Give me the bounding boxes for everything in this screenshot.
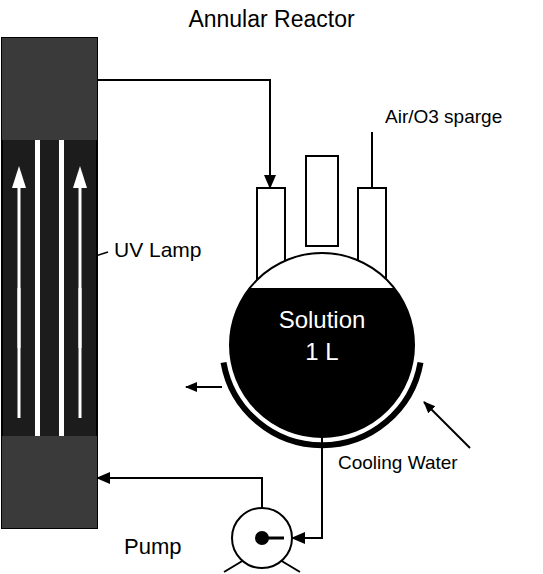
annular-reactor: UV Lamp — [2, 38, 97, 528]
node-label: 1 L — [230, 338, 414, 366]
pump-drawing — [232, 508, 292, 568]
cooling-water-inlet — [424, 402, 470, 448]
node-label: Solution — [230, 306, 414, 334]
solution-flask: Solution 1 L — [230, 188, 414, 437]
flow-line — [97, 80, 270, 188]
node-label: UV Lamp — [114, 238, 202, 262]
flow-line — [97, 478, 262, 508]
node-label: Pump — [124, 534, 181, 559]
flow-line — [292, 437, 322, 538]
annular-reactor-drawing — [2, 38, 97, 528]
cooling-water-outlet — [186, 386, 222, 388]
pump: Pump — [232, 508, 292, 568]
diagram-title: Annular Reactor — [0, 6, 543, 32]
cooling-water-label: Cooling Water — [338, 452, 458, 474]
sparge-label: Air/O3 sparge — [385, 106, 502, 128]
